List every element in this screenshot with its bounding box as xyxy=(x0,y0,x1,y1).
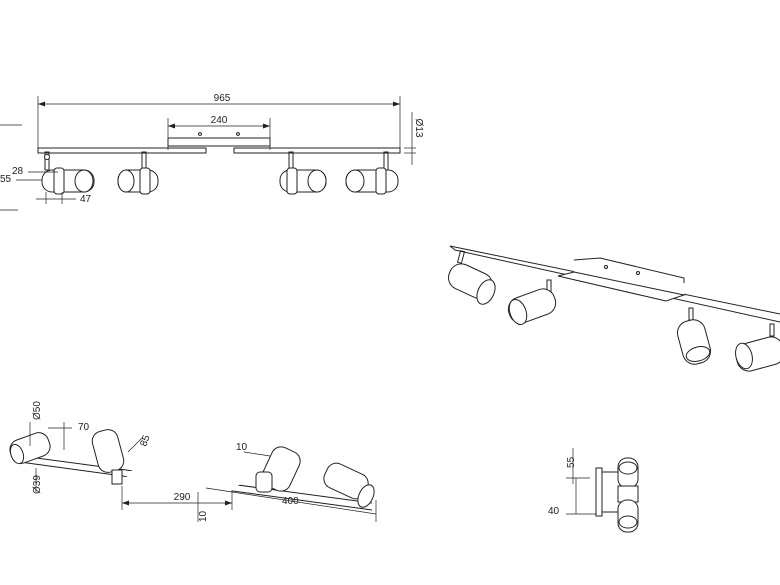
side-spot-3 xyxy=(255,446,301,493)
spot-length-label-bottom: 70 xyxy=(78,422,90,433)
perspective-view xyxy=(448,245,780,372)
spot-1 xyxy=(41,151,95,195)
perspective-spot-2 xyxy=(507,279,557,326)
front-elevation-view: 965 240 Ø13 xyxy=(0,93,424,211)
spot-3 xyxy=(279,151,327,195)
ceiling-base-plate xyxy=(167,137,271,147)
spot-offset-label-bottom: 10 xyxy=(236,442,248,453)
side-spot-4 xyxy=(323,462,375,508)
spot-2 xyxy=(117,151,159,195)
perspective-spot-4 xyxy=(735,323,780,372)
arm-length-label: 400 xyxy=(282,496,299,507)
side-spot-1 xyxy=(9,432,51,465)
perspective-spot-1 xyxy=(448,250,496,305)
spot-4 xyxy=(345,151,399,195)
rod-diameter-label: Ø13 xyxy=(413,119,424,138)
spot-front-diameter-label: Ø50 xyxy=(32,401,43,420)
side-height-label: 55 xyxy=(566,456,577,468)
spot-rear-diameter-label: Ø39 xyxy=(32,475,43,494)
spot-height-label: 55 xyxy=(0,174,12,185)
base-height-label: 10 xyxy=(198,510,209,522)
right-rod xyxy=(233,147,401,154)
side-perspective-view: Ø50 70 Ø39 85 10 290 10 400 xyxy=(9,401,377,522)
side-view: 55 40 xyxy=(548,448,639,533)
side-depth-label: 40 xyxy=(548,506,560,517)
side-spot-2 xyxy=(91,429,125,485)
base-length-label-bottom: 290 xyxy=(174,492,191,503)
spot-tilt-label: 85 xyxy=(138,433,152,448)
spot-offset-label: 28 xyxy=(12,166,24,177)
base-length-label: 240 xyxy=(211,115,228,126)
left-rod xyxy=(37,147,207,154)
perspective-spot-3 xyxy=(676,307,712,365)
overall-length-label: 965 xyxy=(214,93,231,104)
spot-length-label: 47 xyxy=(80,194,92,205)
